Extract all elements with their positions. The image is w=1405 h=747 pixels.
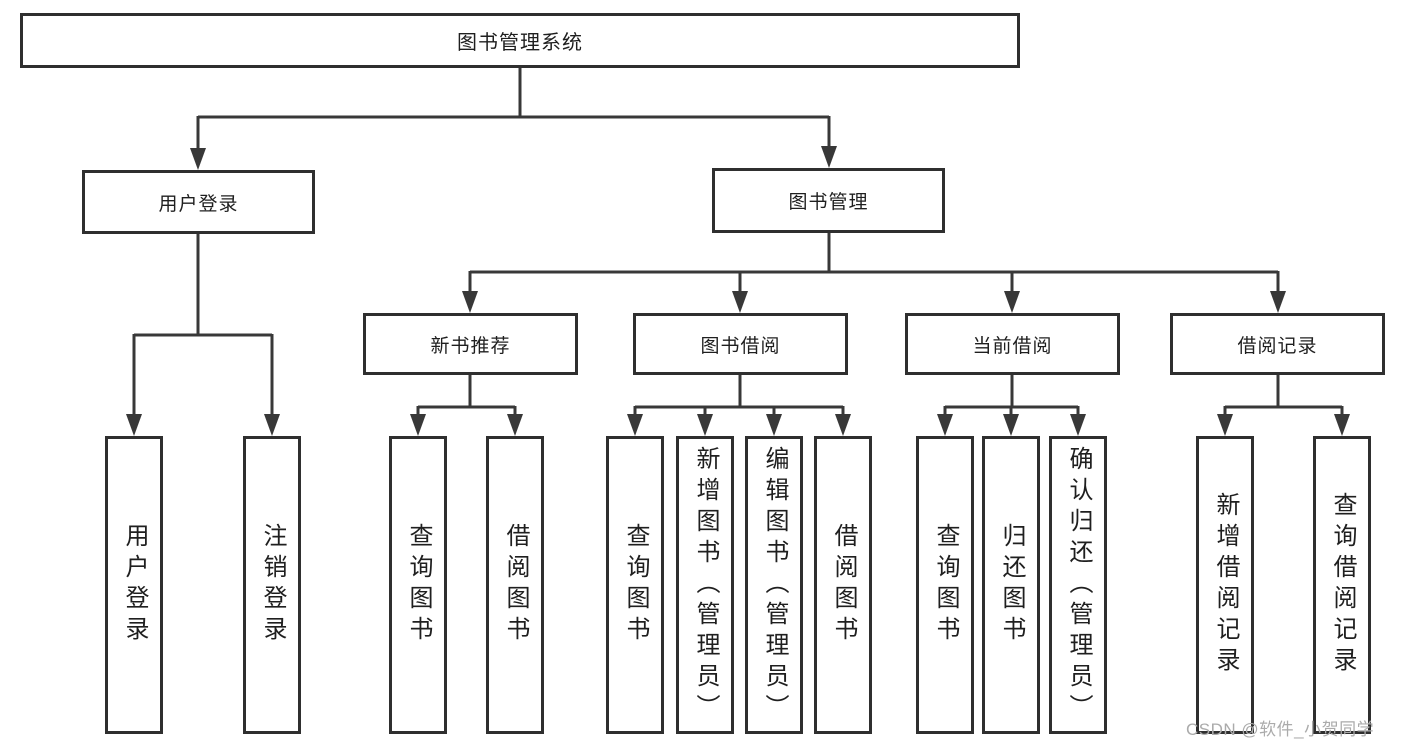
leaf-borrow-books: 借阅图书 [814, 436, 872, 734]
leaf-query-books-current: 查询图书 [916, 436, 974, 734]
arrowhead [126, 414, 142, 436]
node-borrow-records-label: 借阅记录 [1237, 335, 1318, 357]
leaf-query-books-current-label: 查询图书 [932, 523, 959, 647]
leaf-borrow-books-label: 借阅图书 [830, 523, 857, 647]
leaf-confirm-return-admin-label: 确认归还（管理员） [1065, 445, 1092, 725]
arrowhead [264, 414, 280, 436]
leaf-add-books-admin: 新增图书（管理员） [676, 436, 734, 734]
arrowhead [766, 414, 782, 436]
arrowhead [937, 414, 953, 436]
arrowhead [410, 414, 426, 436]
leaf-query-borrow-record-label: 查询借阅记录 [1329, 492, 1356, 678]
leaf-user-login-label: 用户登录 [121, 523, 148, 647]
node-book-borrow-label: 图书借阅 [700, 335, 781, 357]
node-current-borrow: 当前借阅 [905, 313, 1120, 375]
arrowhead [732, 291, 748, 313]
leaf-query-books-borrow-label: 查询图书 [622, 523, 649, 647]
leaf-logout: 注销登录 [243, 436, 301, 734]
node-borrow-records: 借阅记录 [1170, 313, 1385, 375]
leaf-borrow-books-recommend: 借阅图书 [486, 436, 544, 734]
leaf-query-books-recommend: 查询图书 [389, 436, 447, 734]
leaf-borrow-books-recommend-label: 借阅图书 [502, 523, 529, 647]
node-new-book-recommend: 新书推荐 [363, 313, 578, 375]
node-book-borrow: 图书借阅 [633, 313, 848, 375]
arrowhead [1334, 414, 1350, 436]
node-root-label: 图书管理系统 [457, 32, 583, 54]
leaf-return-books: 归还图书 [982, 436, 1040, 734]
arrowhead [821, 146, 837, 168]
leaf-query-borrow-record: 查询借阅记录 [1313, 436, 1371, 734]
leaf-add-borrow-record: 新增借阅记录 [1196, 436, 1254, 734]
arrowhead [1004, 291, 1020, 313]
node-user-login: 用户登录 [82, 170, 315, 234]
csdn-watermark: CSDN @软件_小贺同学 [1186, 720, 1375, 739]
node-current-borrow-label: 当前借阅 [972, 335, 1053, 357]
node-new-book-recommend-label: 新书推荐 [430, 335, 511, 357]
node-book-management: 图书管理 [712, 168, 945, 233]
arrowhead [1270, 291, 1286, 313]
arrowhead [462, 291, 478, 313]
leaf-confirm-return-admin: 确认归还（管理员） [1049, 436, 1107, 734]
arrowhead [190, 148, 206, 170]
leaf-query-books-borrow: 查询图书 [606, 436, 664, 734]
leaf-edit-books-admin: 编辑图书（管理员） [745, 436, 803, 734]
leaf-query-books-recommend-label: 查询图书 [405, 523, 432, 647]
arrowhead [1003, 414, 1019, 436]
node-root: 图书管理系统 [20, 13, 1020, 68]
arrowhead [697, 414, 713, 436]
arrowhead [835, 414, 851, 436]
node-book-management-label: 图书管理 [788, 192, 869, 213]
node-user-login-label: 用户登录 [158, 193, 239, 215]
leaf-user-login: 用户登录 [105, 436, 163, 734]
leaf-edit-books-admin-label: 编辑图书（管理员） [761, 445, 788, 725]
leaf-logout-label: 注销登录 [259, 523, 286, 647]
arrowhead [507, 414, 523, 436]
leaf-add-books-admin-label: 新增图书（管理员） [692, 445, 719, 725]
arrowhead [627, 414, 643, 436]
arrowhead [1070, 414, 1086, 436]
leaf-return-books-label: 归还图书 [998, 523, 1025, 647]
leaf-add-borrow-record-label: 新增借阅记录 [1212, 492, 1239, 678]
arrowhead [1217, 414, 1233, 436]
